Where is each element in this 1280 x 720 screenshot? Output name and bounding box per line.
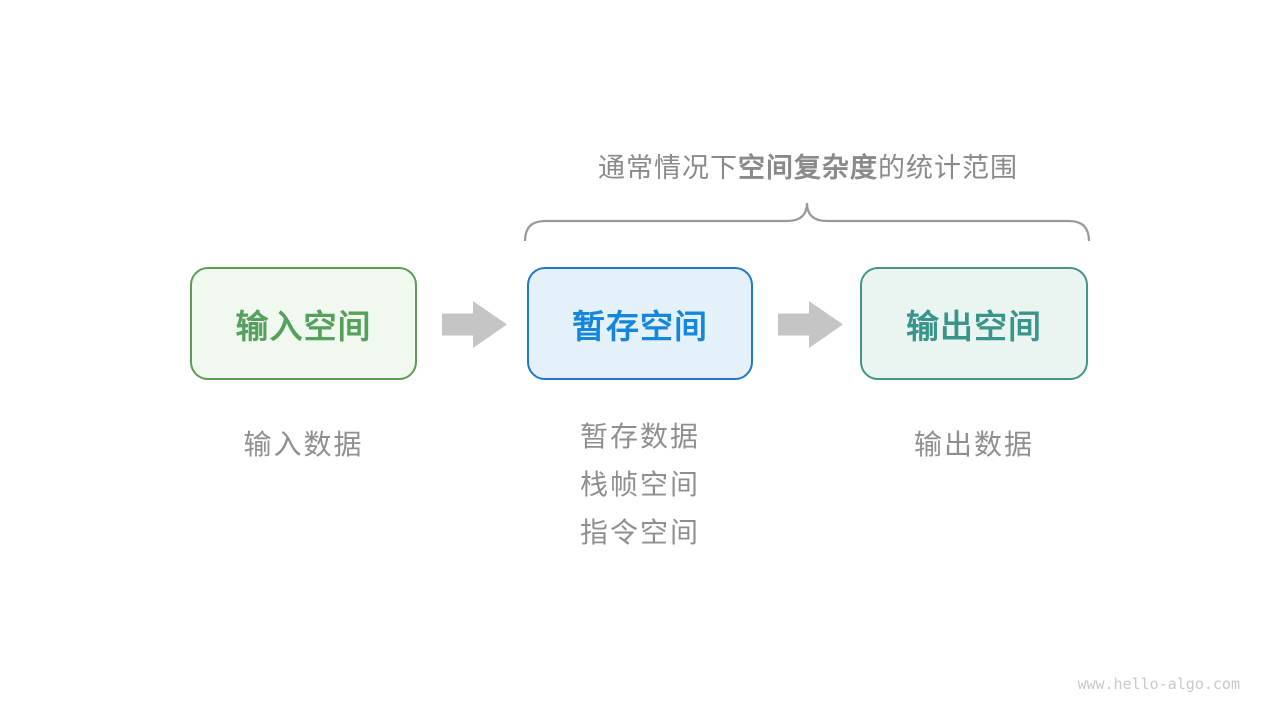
output-space-label: 输出空间 — [906, 307, 1042, 345]
title-bold-term: 空间复杂度 — [738, 153, 878, 183]
output-space-box: 输出空间 — [860, 267, 1088, 380]
temp-annotation-stack-frame: 栈帧空间 — [579, 469, 700, 500]
arrow-right-icon — [442, 301, 507, 348]
title-prefix: 通常情况下 — [598, 153, 738, 183]
watermark: www.hello-algo.com — [1077, 675, 1240, 693]
curly-brace-icon — [523, 202, 1091, 242]
temp-space-label: 暂存空间 — [572, 307, 708, 345]
temp-annotation-data: 暂存数据 — [579, 421, 700, 452]
temp-space-box: 暂存空间 — [527, 267, 753, 380]
temp-space-annotations: 暂存数据 栈帧空间 指令空间 — [527, 413, 753, 557]
arrow-right-icon — [778, 301, 843, 348]
input-space-box: 输入空间 — [190, 267, 417, 380]
title-suffix: 的统计范围 — [878, 153, 1018, 183]
diagram-title: 通常情况下空间复杂度的统计范围 — [525, 146, 1091, 185]
input-space-annotation: 输入数据 — [243, 429, 364, 460]
temp-annotation-instruction: 指令空间 — [579, 517, 700, 548]
output-space-annotation: 输出数据 — [913, 429, 1034, 460]
input-space-label: 输入空间 — [235, 307, 372, 345]
